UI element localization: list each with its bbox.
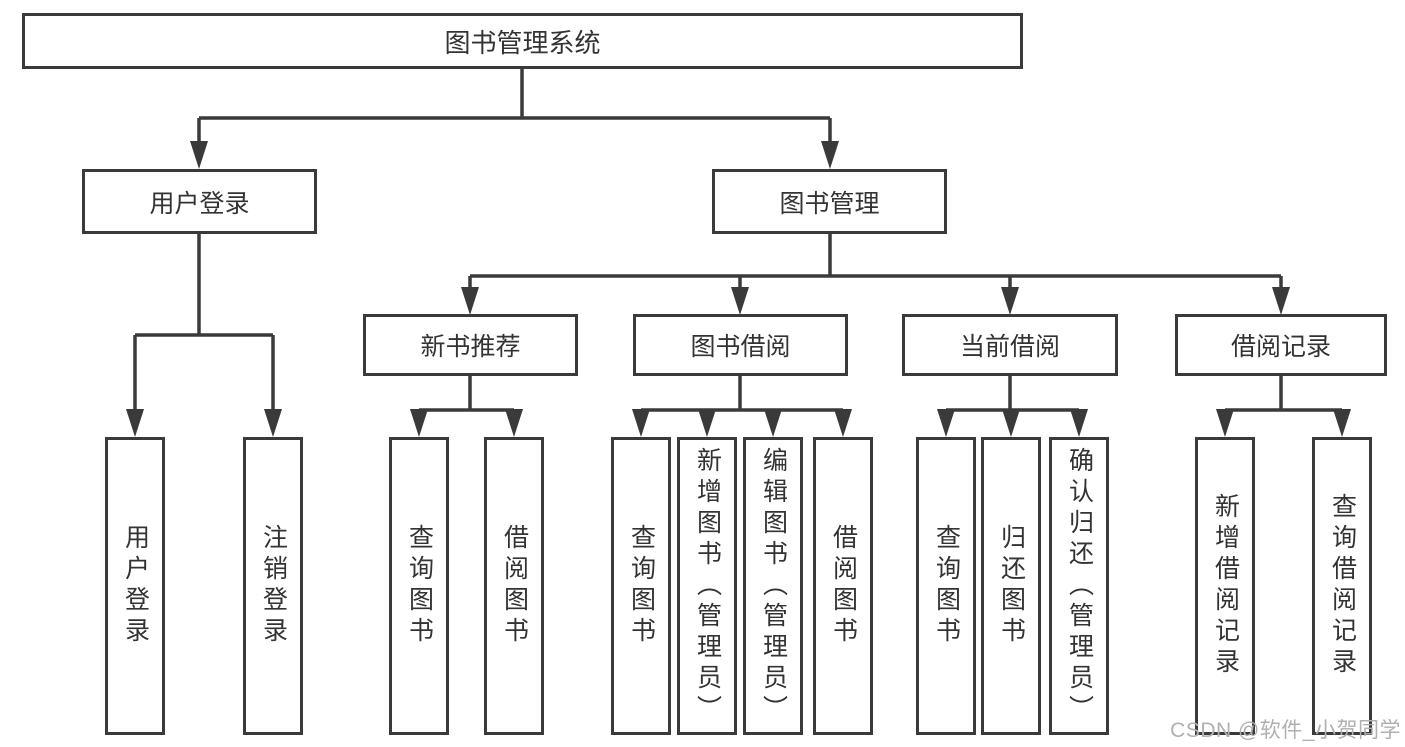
leaf-borrowing-borrow: 借阅图书 (813, 437, 873, 735)
leaf-borrowing-add-admin-label: 新增图书（管理员） (693, 446, 722, 726)
leaf-current-confirm-admin: 确认归还（管理员） (1049, 437, 1109, 735)
node-user-login: 用户登录 (82, 169, 317, 234)
leaf-records-query: 查询借阅记录 (1312, 437, 1372, 735)
leaf-logout-label: 注销登录 (259, 524, 288, 648)
node-book-management-label: 图书管理 (779, 189, 880, 218)
leaf-current-return-label: 归还图书 (997, 524, 1026, 648)
leaf-current-query-label: 查询图书 (932, 524, 961, 648)
node-book-borrowing: 图书借阅 (633, 314, 848, 376)
leaf-current-confirm-admin-label: 确认归还（管理员） (1065, 446, 1094, 726)
leaf-records-query-label: 查询借阅记录 (1328, 493, 1357, 679)
node-user-login-label: 用户登录 (149, 189, 250, 218)
leaf-newbooks-borrow: 借阅图书 (484, 437, 544, 735)
down-arrowheads (126, 141, 1351, 437)
leaf-newbooks-query: 查询图书 (389, 437, 449, 735)
node-book-borrowing-label: 图书借阅 (690, 333, 791, 361)
leaf-current-return: 归还图书 (981, 437, 1041, 735)
leaf-borrowing-edit-admin: 编辑图书（管理员） (743, 437, 803, 735)
node-new-book-recommend: 新书推荐 (363, 314, 578, 376)
node-current-borrowing-label: 当前借阅 (959, 333, 1060, 361)
node-borrow-records: 借阅记录 (1175, 314, 1387, 376)
leaf-newbooks-borrow-label: 借阅图书 (500, 524, 529, 648)
node-new-book-recommend-label: 新书推荐 (420, 333, 521, 361)
leaf-current-query: 查询图书 (916, 437, 976, 735)
leaf-user-login-label: 用户登录 (121, 524, 150, 648)
node-book-management: 图书管理 (712, 169, 947, 234)
leaf-borrowing-borrow-label: 借阅图书 (829, 524, 858, 648)
node-borrow-records-label: 借阅记录 (1230, 333, 1331, 361)
watermark: CSDN @软件_小贺同学 (1170, 719, 1401, 742)
leaf-user-login: 用户登录 (105, 437, 165, 735)
leaf-borrowing-query-label: 查询图书 (627, 524, 656, 648)
node-root-label: 图书管理系统 (444, 27, 601, 58)
node-root: 图书管理系统 (22, 13, 1023, 69)
leaf-borrowing-query: 查询图书 (611, 437, 671, 735)
leaf-borrowing-add-admin: 新增图书（管理员） (677, 437, 737, 735)
leaf-borrowing-edit-admin-label: 编辑图书（管理员） (759, 446, 788, 726)
node-current-borrowing: 当前借阅 (902, 314, 1118, 376)
leaf-records-add: 新增借阅记录 (1195, 437, 1255, 735)
leaf-logout: 注销登录 (243, 437, 303, 735)
leaf-newbooks-query-label: 查询图书 (405, 524, 434, 648)
leaf-records-add-label: 新增借阅记录 (1211, 493, 1240, 679)
